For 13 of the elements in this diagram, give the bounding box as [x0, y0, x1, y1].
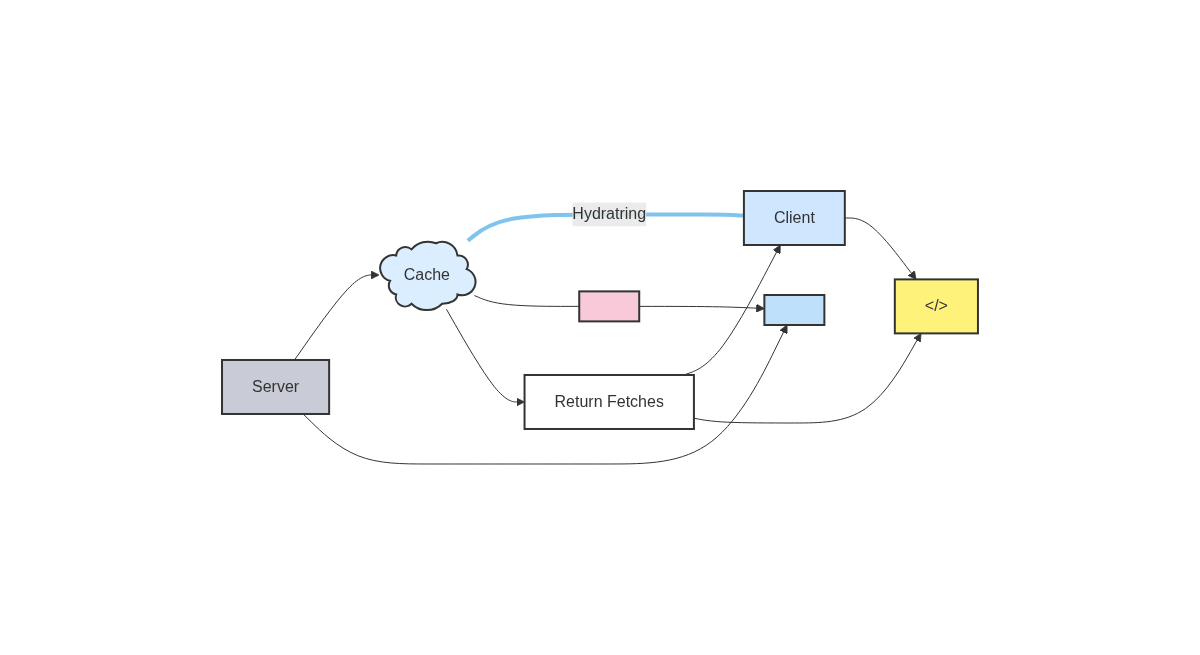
node-box: Return Fetches — [523, 374, 695, 430]
node-box: Server — [221, 359, 331, 415]
arrow — [302, 324, 788, 465]
node-box — [578, 290, 641, 323]
node-box: Client — [742, 190, 846, 246]
arrow — [445, 308, 525, 407]
edge-label: Hydratring — [572, 205, 647, 223]
arrow — [693, 333, 922, 424]
arrow — [294, 270, 380, 361]
node-box — [763, 294, 826, 326]
node-box: </> — [893, 278, 979, 335]
arrow — [844, 217, 917, 280]
connector — [474, 295, 580, 307]
